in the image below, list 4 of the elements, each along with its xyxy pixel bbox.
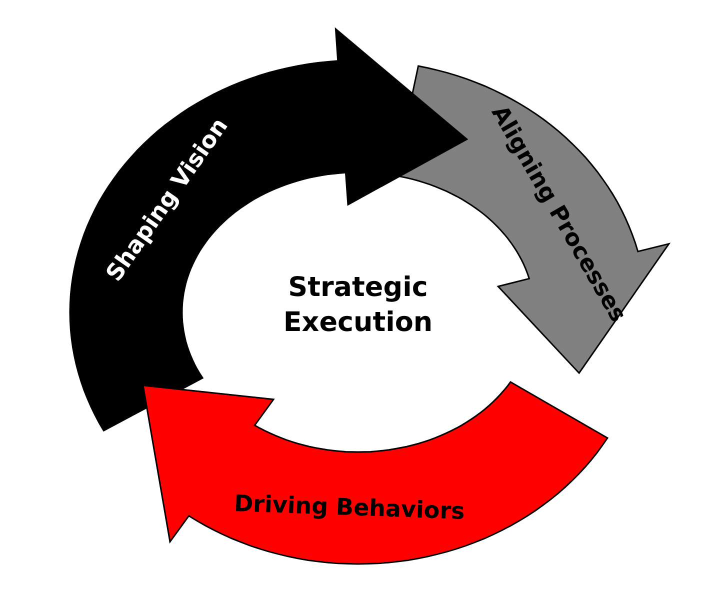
center-title: Strategic Execution [282,271,434,340]
arrow-label: Driving Behaviors [234,490,466,525]
curved-arrow-shape [70,28,467,430]
curved-arrow-shape [142,382,608,564]
